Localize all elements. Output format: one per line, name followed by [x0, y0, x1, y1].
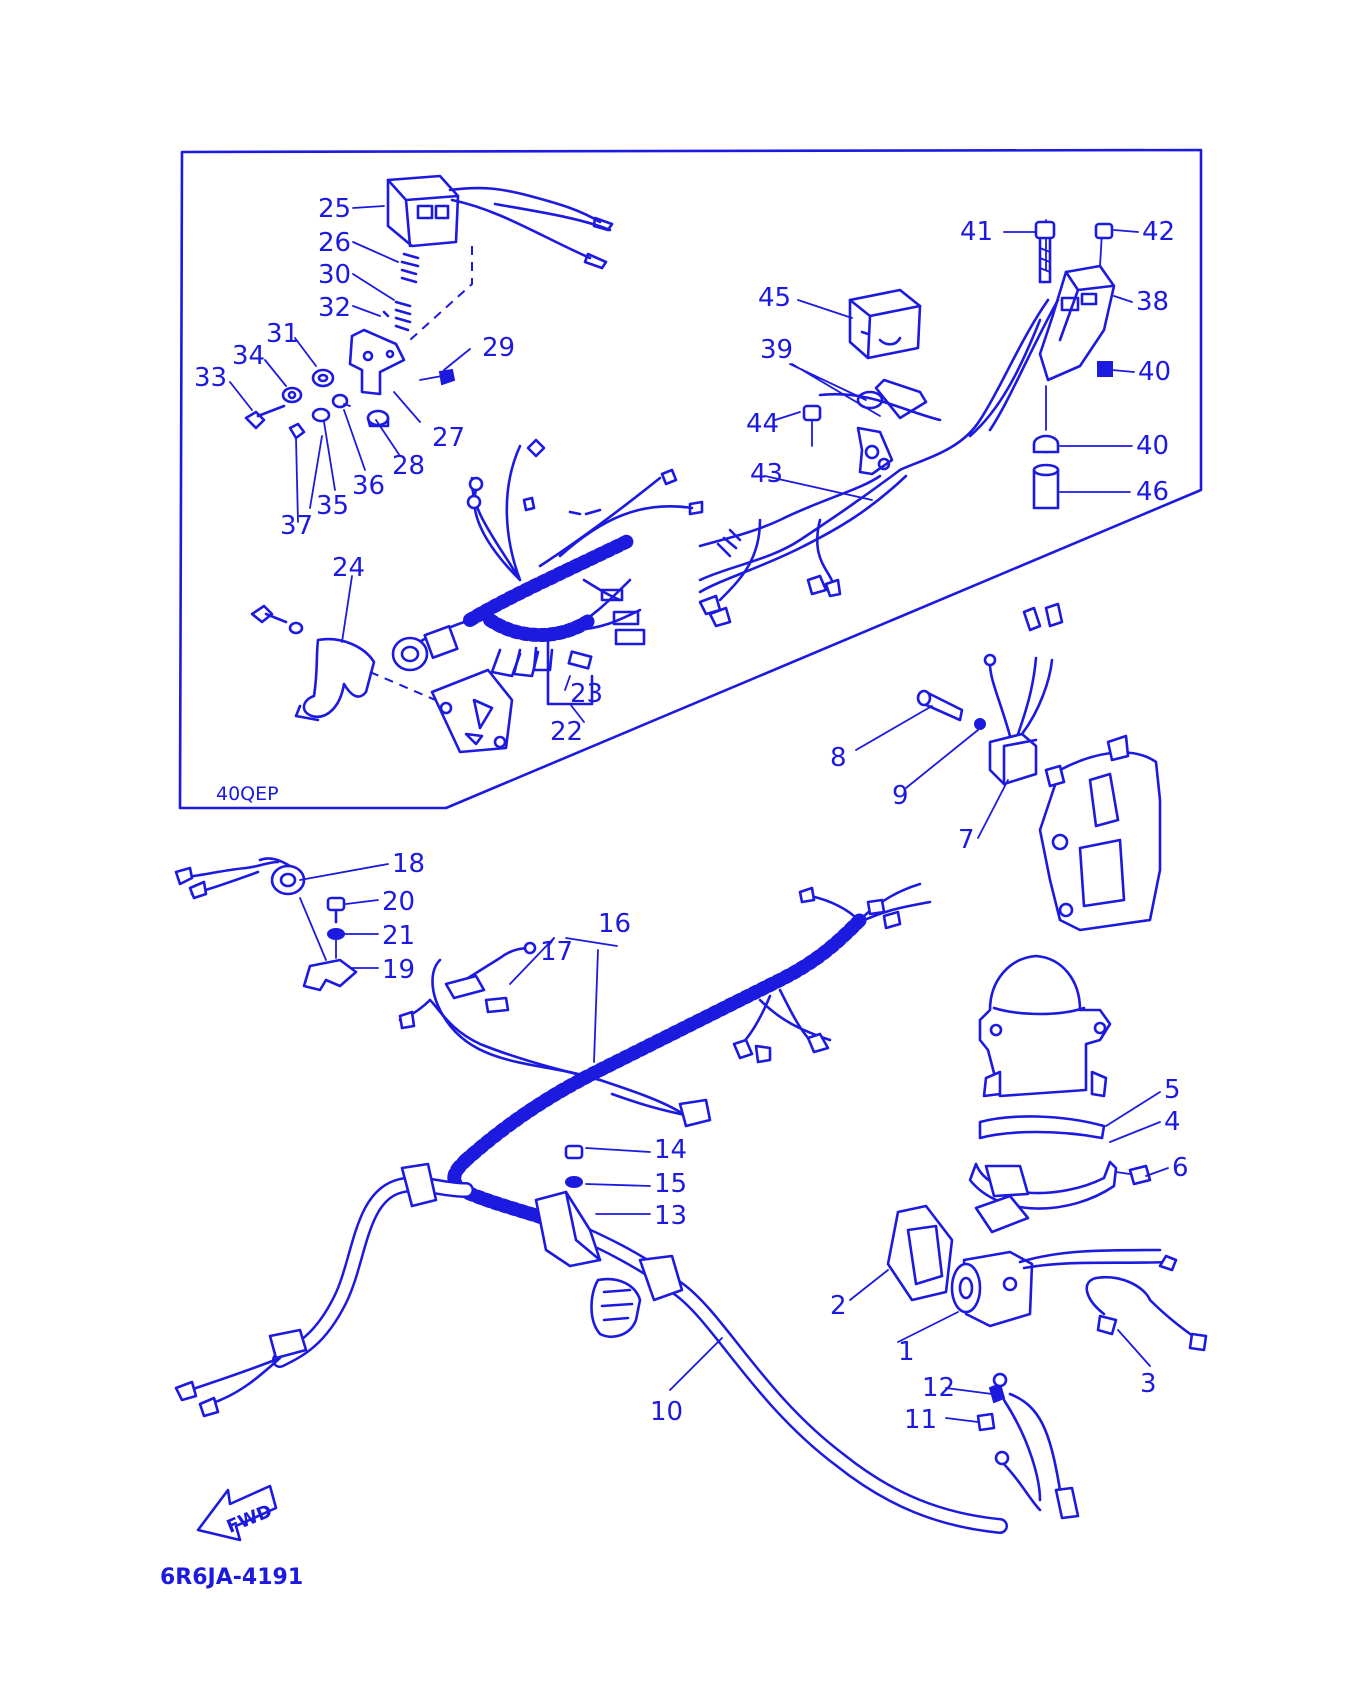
callout-26: 26: [318, 228, 351, 258]
grommets-40-41: [1032, 361, 1113, 510]
callout-36: 36: [352, 471, 385, 501]
inset-panel: 40QEP: [178, 148, 1203, 810]
callout-24: 24: [332, 553, 365, 583]
callout-28: 28: [392, 451, 425, 481]
callout-46: 45: [758, 283, 791, 313]
callout-35: 35: [316, 491, 349, 521]
callout-15: 15: [654, 1169, 687, 1199]
clamp-4-5: [968, 1115, 1152, 1234]
fwd-arrow: FWD: [196, 1484, 278, 1542]
callout-25: 25: [318, 194, 351, 224]
bracket-24: [250, 604, 441, 722]
callout-43: 42: [1142, 217, 1175, 247]
callout-29: 29: [482, 333, 515, 363]
callout-23: 23: [570, 679, 603, 709]
callout-41: 46: [1136, 477, 1169, 507]
callout-18: 18: [392, 849, 425, 879]
starter-motor: [978, 954, 1112, 1098]
screws-42-43: [1034, 220, 1114, 284]
callout-44: 43: [750, 459, 783, 489]
callout-7: 7: [958, 825, 975, 855]
bracket-27: [348, 328, 456, 428]
mount-bracket: [1038, 734, 1162, 932]
solenoid-1: [950, 1248, 1178, 1328]
inset-label: 40QEP: [216, 783, 279, 805]
rectifier-38: [898, 219, 1116, 472]
callout-40-a: 40: [1138, 357, 1171, 387]
callout-14: 14: [654, 1135, 687, 1165]
callout-3: 3: [1140, 1369, 1157, 1399]
sensor-18-21: [174, 857, 358, 992]
rectifier-7: [916, 602, 1064, 786]
callout-34: 34: [232, 341, 265, 371]
callout-9: 9: [892, 781, 909, 811]
callout-31: 31: [266, 319, 299, 349]
callout-38: 38: [1136, 287, 1169, 317]
callout-5: 5: [1164, 1075, 1181, 1105]
callout-37: 37: [280, 511, 313, 541]
callout-19: 19: [382, 955, 415, 985]
relay-46: [848, 288, 922, 360]
mounting-plate: [430, 668, 514, 754]
terminals-11-12: [976, 1372, 1080, 1520]
callout-33: 33: [194, 363, 227, 393]
harness-16: [398, 882, 932, 1167]
callout-42: 41: [960, 217, 993, 247]
callout-27: 27: [432, 423, 465, 453]
callout-39: 39: [760, 335, 793, 365]
callout-30: 30: [318, 260, 351, 290]
callout-11: 11: [904, 1405, 937, 1435]
callout-32: 32: [318, 293, 351, 323]
callout-40-b: 40: [1136, 431, 1169, 461]
cable-3: [1085, 1275, 1208, 1352]
callout-17: 17: [540, 937, 573, 967]
harness-22: [391, 438, 704, 706]
callout-20: 20: [382, 887, 415, 917]
callouts: 25 26 30 32 29 31 34 33 27 28 36 35 37 2…: [194, 194, 1189, 1435]
harness-39-44: [698, 378, 942, 628]
callout-4: 4: [1164, 1107, 1181, 1137]
callout-8: 8: [830, 743, 847, 773]
callout-21: 21: [382, 921, 415, 951]
harness-10: [174, 1153, 1008, 1534]
spring-26-30: [382, 246, 473, 341]
bracket-13: [534, 1144, 684, 1338]
callout-10: 10: [650, 1397, 683, 1427]
drawing-code: 6R6JA-4191: [160, 1565, 303, 1590]
relay-block-25: [386, 174, 614, 270]
callout-2: 2: [830, 1291, 847, 1321]
callout-16: 16: [598, 909, 631, 939]
cover-2: [886, 1204, 954, 1302]
callout-45: 44: [746, 409, 779, 439]
callout-6: 6: [1172, 1153, 1189, 1183]
hardware-31-37: [244, 368, 351, 440]
callout-12: 12: [922, 1373, 955, 1403]
callout-13: 13: [654, 1201, 687, 1231]
callout-1: 1: [898, 1337, 915, 1367]
callout-22: 22: [550, 717, 583, 747]
